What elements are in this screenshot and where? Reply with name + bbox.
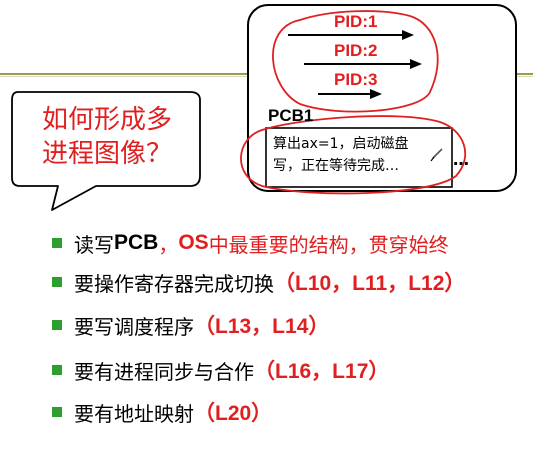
pcb1-box [265,127,453,188]
bullet-text: 读写 [74,232,114,257]
pid-2-label: PID:2 [334,41,378,60]
bullet-highlight-text: 中最重要的结构，贯穿始终 [208,232,449,257]
bullet-lecture-refs: （L10，L11，L12） [274,272,466,295]
pen-cursor-icon [430,148,443,162]
list-item: 要有地址映射 （L20） [52,397,272,427]
bullet-text: 要有进程同步与合作 [74,359,254,384]
bubble-question-line-1: 如何形成多 [42,105,173,135]
list-item: 要有进程同步与合作 （L16，L17） [52,355,389,385]
pid3-arrow [318,89,382,99]
bullet-text: 要写调度程序 [74,314,194,339]
pcb1-title: PCB1 [268,106,314,125]
list-item: 读写 PCB ， OS 中最重要的结构，贯穿始终 [52,228,449,258]
pid-3-label: PID:3 [334,70,378,89]
green-square-bullet-icon [52,238,62,248]
bullet-term-pcb: PCB [114,231,159,254]
pcb1-content: 算出ax=1，启动磁盘 写，正在等待完成… [273,133,409,177]
green-square-bullet-icon [52,277,62,287]
green-square-bullet-icon [52,365,62,375]
bullet-lecture-refs: （L16，L17） [254,360,390,383]
bullet-text: 要有地址映射 [74,401,194,426]
bubble-question-line-2: 进程图像？ [42,139,173,169]
pid2-arrow [304,59,422,69]
bullet-lecture-refs: （L13，L14） [194,315,330,338]
green-square-bullet-icon [52,320,62,330]
bullet-text: 要操作寄存器完成切换 [74,271,274,296]
more-processes-ellipsis: … [453,150,470,169]
list-item: 要操作寄存器完成切换 （L10，L11，L12） [52,267,465,297]
red-annotation-loop-pids [272,10,439,113]
bullet-lecture-refs: （L20） [194,402,273,425]
list-item: 要写调度程序 （L13，L14） [52,310,329,340]
question-speech-bubble [11,91,201,211]
red-annotation-loop-pcb [240,115,467,195]
pid1-arrow [288,30,414,40]
pid-1-label: PID:1 [334,12,378,31]
pcb1-line-2: 写，正在等待完成… [273,158,399,174]
green-square-bullet-icon [52,407,62,417]
bullet-comma: ， [158,232,179,257]
pcb1-line-1: 算出ax=1，启动磁盘 [273,136,409,152]
bullet-term-os: OS [178,231,209,254]
